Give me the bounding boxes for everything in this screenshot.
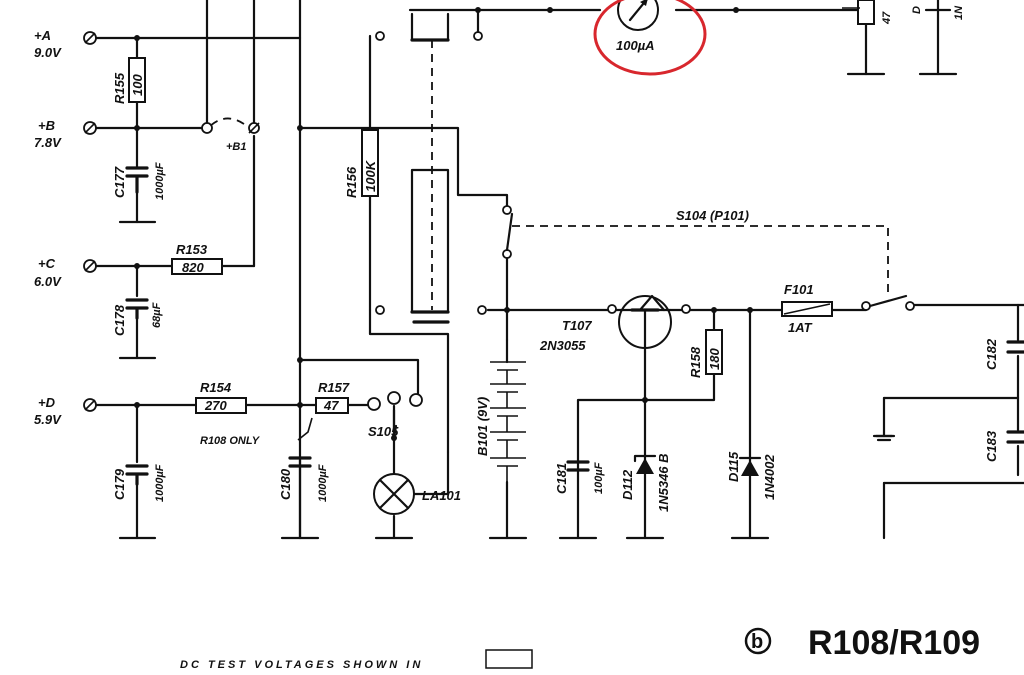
r158-value: 180: [707, 348, 722, 370]
ground-symbol: [874, 434, 894, 442]
junction-dots: [134, 7, 753, 441]
c177-ref: C177: [112, 166, 127, 198]
diodes: D112 1N5346 B D115 1N4002 D 1N: [620, 5, 965, 512]
wires: [94, 0, 1024, 540]
f101-ref: F101: [784, 282, 814, 297]
s105-ref: S105: [368, 424, 399, 439]
fuse-f101: F101 1AT: [781, 282, 833, 335]
t107-ref: T107: [562, 318, 592, 333]
c178-value: 68µF: [151, 302, 163, 328]
rail-c-name: +C: [38, 256, 56, 271]
c177-value: 1000µF: [154, 162, 166, 200]
r108-only-note: R108 ONLY: [200, 417, 313, 447]
jumper-label: +B1: [226, 141, 247, 153]
title-block: b R108/R109: [744, 624, 980, 662]
resistors: R155 100 R153 820 R154 270 R157 47 R156 …: [112, 0, 893, 414]
d-top-value: 1N: [953, 5, 965, 20]
c183-ref: C183: [984, 430, 999, 462]
d112-ref: D112: [620, 469, 635, 500]
highlight-circle: [593, 0, 707, 76]
c180-value: 1000µF: [317, 464, 329, 502]
c181-value: 100µF: [593, 462, 605, 494]
switches: S104 (P101) S105: [367, 12, 915, 440]
c179-value: 1000µF: [154, 464, 166, 502]
r156-value: 100K: [363, 159, 378, 192]
rail-b-voltage: 7.8V: [34, 135, 62, 150]
la101-ref: LA101: [422, 488, 461, 503]
d112-value: 1N5346 B: [656, 453, 671, 512]
t107-value: 2N3055: [539, 338, 586, 353]
rail-c-voltage: 6.0V: [34, 274, 62, 289]
battery-b101: B101 (9V): [475, 338, 526, 482]
r156-ref: R156: [344, 166, 359, 198]
rail-labels: +A 9.0V +B 7.8V +C 6.0V +D 5.9V +B1: [34, 28, 247, 427]
page-title: R108/R109: [808, 624, 980, 662]
rail-d-voltage: 5.9V: [34, 412, 62, 427]
f101-value: 1AT: [788, 320, 813, 335]
rail-a-voltage: 9.0V: [34, 45, 62, 60]
r155-ref: R155: [112, 72, 127, 104]
rail-d-name: +D: [38, 395, 56, 410]
rail-a-name: +A: [34, 28, 51, 43]
transistor-t107: T107 2N3055: [539, 294, 691, 354]
legend-box: [485, 649, 533, 669]
r157-value: 47: [323, 398, 339, 413]
c180-ref: C180: [278, 468, 293, 500]
panel-marker: b: [751, 631, 763, 653]
d115-ref: D115: [726, 451, 741, 482]
meter-value: 100µA: [616, 38, 655, 53]
c181-ref: C181: [554, 463, 569, 494]
capacitors: C177 1000µF C178 68µF C179 1000µF C180 1…: [112, 162, 1024, 502]
r155-value: 100: [130, 74, 145, 96]
r154-value: 270: [204, 398, 227, 413]
r108-only-label: R108 ONLY: [200, 435, 261, 447]
mechanical-links: [209, 40, 889, 310]
r-top-value: 47: [881, 11, 893, 25]
footer-note: DC TEST VOLTAGES SHOWN IN: [180, 659, 423, 671]
s104-ref: S104 (P101): [676, 208, 749, 223]
d115-value: 1N4002: [762, 454, 777, 500]
b101-ref: B101 (9V): [475, 397, 490, 456]
r153-value: 820: [182, 260, 204, 275]
lamp-la101: LA101: [373, 473, 461, 515]
r158-ref: R158: [688, 346, 703, 378]
d-top-ref: D: [911, 6, 923, 14]
r153-ref: R153: [176, 242, 208, 257]
c178-ref: C178: [112, 304, 127, 336]
rail-b-name: +B: [38, 118, 55, 133]
meter-100ua: 100µA: [593, 0, 707, 76]
r157-ref: R157: [318, 380, 350, 395]
rail-terminals: [83, 8, 487, 412]
r154-ref: R154: [200, 380, 232, 395]
c182-ref: C182: [984, 338, 999, 370]
footer: DC TEST VOLTAGES SHOWN IN: [180, 649, 533, 671]
c179-ref: C179: [112, 468, 127, 500]
